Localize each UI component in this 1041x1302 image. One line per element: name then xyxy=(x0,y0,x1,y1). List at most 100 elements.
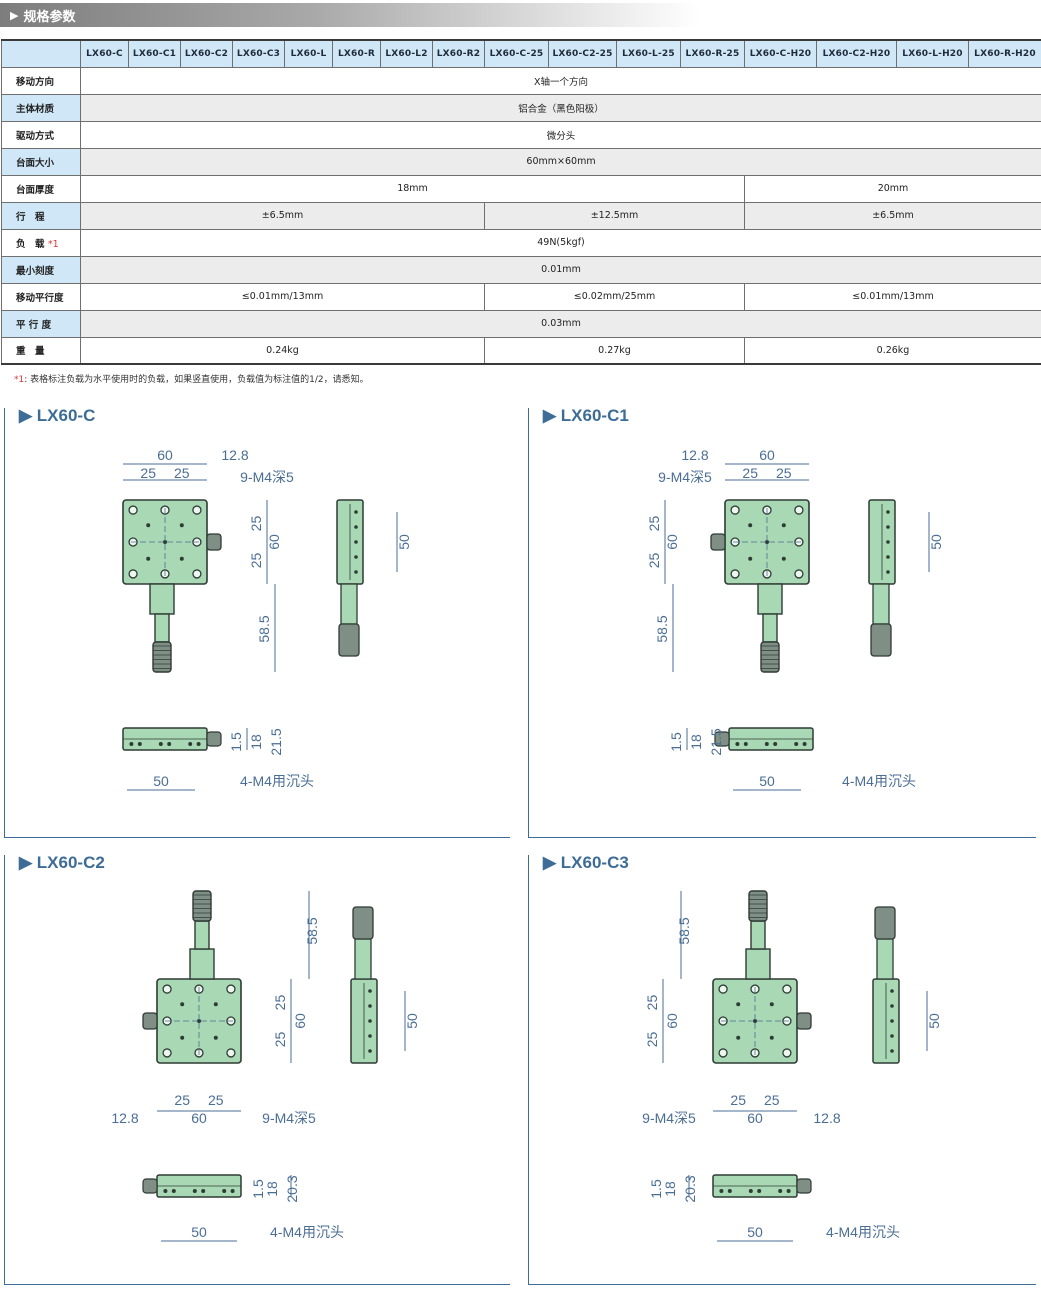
dimension-label: 18 xyxy=(264,1181,280,1197)
front-hole xyxy=(764,742,769,746)
model-header: LX60-L xyxy=(284,39,333,68)
side-micrometer-body xyxy=(354,938,372,980)
dimension-label: 12.8 xyxy=(813,1110,840,1126)
micrometer-thimble xyxy=(192,890,212,922)
small-hole xyxy=(146,523,151,528)
front-knob xyxy=(714,731,730,747)
dimension-label: 1.5 xyxy=(648,1179,664,1199)
side-hole xyxy=(368,1019,372,1023)
front-hole xyxy=(719,1189,724,1193)
dimension-label: 25 xyxy=(174,465,190,481)
mount-hole xyxy=(782,1048,792,1058)
row-label-text: 最小刻度 xyxy=(16,265,55,277)
hole-spec-label: 9-M4深5 xyxy=(240,469,294,485)
mount-hole xyxy=(162,1048,172,1058)
model-header: LX60-C-25 xyxy=(484,39,549,68)
row-label-text: 驱动方式 xyxy=(16,130,55,142)
panel-title: ▶ LX60-C2 xyxy=(19,853,105,872)
dimension-label: 60 xyxy=(191,1110,207,1126)
side-hole xyxy=(890,1004,894,1008)
center-hole xyxy=(753,1019,757,1023)
front-hole xyxy=(167,742,172,746)
dimension-label: 60 xyxy=(664,534,680,550)
dimension-label: 25 xyxy=(248,552,264,568)
front-hole xyxy=(748,1189,753,1193)
row-label-text: 重 量 xyxy=(16,346,45,358)
row-label: 最小刻度 xyxy=(1,255,81,284)
micrometer-barrel xyxy=(154,613,170,643)
mount-hole xyxy=(226,984,236,994)
dimension-label: 12.8 xyxy=(221,447,248,463)
dimension-label: 25 xyxy=(730,1092,746,1108)
row-label-text: 主体材质 xyxy=(16,103,55,115)
front-hole xyxy=(196,742,201,746)
micrometer-body xyxy=(757,583,783,615)
front-hole xyxy=(188,742,193,746)
center-hole xyxy=(197,1019,201,1023)
lock-knob xyxy=(710,533,726,551)
row-label: 台面大小 xyxy=(1,147,81,176)
dimension-label: 18 xyxy=(688,734,704,750)
panel-title: ▶ LX60-C xyxy=(19,406,96,425)
mount-hole xyxy=(226,1048,236,1058)
front-hole xyxy=(735,742,740,746)
dimension-label: 1.5 xyxy=(668,732,684,752)
table-row: 移动平行度≤0.01mm/13mm≤0.02mm/25mm≤0.01mm/13m… xyxy=(1,282,1041,311)
table-footnote: *1: 表格标注负载为水平使用时的负载，如果竖直使用，负载值为标注值的1/2，请… xyxy=(14,372,369,385)
dimension-label: 20.3 xyxy=(682,1175,698,1202)
front-hole xyxy=(802,742,807,746)
model-header: LX60-C xyxy=(80,39,129,68)
row-label: 主体材质 xyxy=(1,93,81,122)
side-hole xyxy=(368,1034,372,1038)
center-hole xyxy=(163,540,167,544)
countersink-label: 4-M4用沉头 xyxy=(826,1224,900,1240)
footnote-text: : 表格标注负载为水平使用时的负载，如果竖直使用，负载值为标注值的1/2，请悉知… xyxy=(24,375,369,385)
row-label-text: 行 程 xyxy=(16,211,45,223)
panel-title: ▶ LX60-C3 xyxy=(543,853,629,872)
lock-knob xyxy=(142,1012,158,1030)
table-cell: X轴一个方向 xyxy=(80,66,1041,95)
model-header: LX60-R-H20 xyxy=(968,39,1041,68)
table-cell: 0.26kg xyxy=(744,336,1041,365)
row-label: 驱动方式 xyxy=(1,120,81,149)
side-hole xyxy=(890,1019,894,1023)
spec-section-header: ▶ 规格参数 xyxy=(0,3,700,27)
mount-hole xyxy=(128,505,138,515)
mount-hole xyxy=(162,984,172,994)
model-header: LX60-C2-25 xyxy=(548,39,617,68)
model-header: LX60-R-25 xyxy=(680,39,745,68)
model-header: LX60-C2 xyxy=(180,39,233,68)
small-hole xyxy=(179,523,184,528)
model-header: LX60-L-H20 xyxy=(896,39,969,68)
small-hole xyxy=(180,1002,185,1007)
side-hole xyxy=(368,1049,372,1053)
mount-hole xyxy=(794,569,804,579)
small-hole xyxy=(213,1035,218,1040)
side-micrometer-body xyxy=(872,583,890,625)
triangle-icon: ▶ xyxy=(10,8,19,22)
front-hole xyxy=(158,742,163,746)
side-micrometer-body xyxy=(876,938,894,980)
side-hole xyxy=(890,1034,894,1038)
dimension-label: 25 xyxy=(646,516,662,532)
micrometer-barrel xyxy=(194,920,210,950)
dimension-label: 25 xyxy=(776,465,792,481)
dimension-label: 58.5 xyxy=(676,917,692,944)
side-micrometer-thimble xyxy=(874,906,896,940)
model-header: LX60-L-25 xyxy=(616,39,681,68)
model-header: LX60-C2-H20 xyxy=(816,39,897,68)
side-hole xyxy=(354,570,358,574)
panel-title: ▶ LX60-C1 xyxy=(543,406,629,425)
dimension-label: 60 xyxy=(157,447,173,463)
dimension-label: 25 xyxy=(644,1031,660,1047)
front-hole xyxy=(743,742,748,746)
row-label: 行 程 xyxy=(1,201,81,230)
small-hole xyxy=(146,556,151,561)
table-row: 主体材质铝合金（黑色阳极） xyxy=(1,93,1041,122)
dimension-label: 50 xyxy=(747,1224,763,1240)
